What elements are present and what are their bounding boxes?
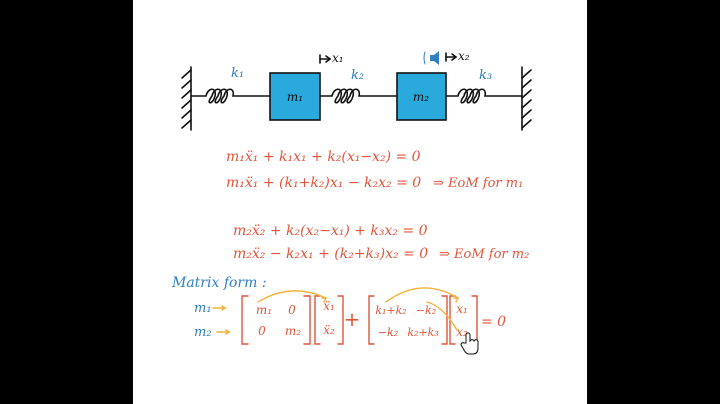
accel-vector-right-bracket [337, 295, 344, 345]
mass-2-label: m₂ [413, 90, 429, 104]
eom-m1-note: ⇒ EoM for m₁ [433, 176, 523, 191]
equation-2: m₁ẍ₁ + (k₁+k₂)x₁ − k₂x₂ = 0 [226, 175, 421, 191]
plus-sign: + [344, 307, 361, 331]
mass-matrix-22: m₂ [285, 324, 301, 338]
x1-arrow [319, 54, 332, 64]
disp-vector-2: x₂ [456, 325, 468, 339]
mult-arrow-3 [426, 301, 458, 331]
row-label-m2: m₂ [194, 325, 212, 340]
equation-3: m₂ẍ₂ + k₂(x₂−x₁) + k₃x₂ = 0 [233, 223, 428, 239]
row-arrow-2 [216, 329, 232, 335]
mass-1-block [269, 72, 321, 121]
mass-matrix-11: m₁ [256, 303, 272, 317]
mass-2-block [396, 72, 447, 121]
mult-arrow-1 [257, 290, 327, 303]
speaker-icon [423, 51, 439, 65]
mult-arrow-2 [385, 287, 459, 303]
x1-label: x₁ [332, 51, 344, 65]
spring-3-label: k₃ [479, 68, 492, 83]
eom-m2-note: ⇒ EoM for m₂ [439, 247, 529, 262]
stiff-matrix-12: −k₂ [416, 304, 436, 317]
left-wall [181, 66, 192, 131]
row-arrow-1 [212, 305, 228, 311]
x2-label: x₂ [458, 49, 470, 63]
mass-matrix-right-bracket [303, 295, 311, 345]
mass-matrix-12: 0 [288, 303, 296, 317]
stiff-matrix-21: −k₂ [378, 326, 398, 339]
stiff-matrix-left-bracket [368, 295, 375, 345]
x2-arrow [445, 52, 458, 62]
mass-1-label: m₁ [287, 90, 303, 104]
mass-matrix-21: 0 [258, 324, 266, 338]
spring-1-label: k₁ [231, 66, 244, 81]
mult-arrowhead-2 [453, 297, 460, 303]
stiff-matrix-22: k₂+k₃ [407, 326, 438, 339]
stiff-matrix-11: k₁+k₂ [375, 304, 406, 317]
equals-zero: = 0 [481, 314, 506, 330]
equation-4: m₂ẍ₂ − k₂x₁ + (k₂+k₃)x₂ = 0 [233, 246, 428, 262]
right-wall [521, 66, 532, 131]
hand-cursor-icon [460, 332, 479, 355]
matrix-form-title: Matrix form : [171, 275, 267, 291]
spring-2-label: k₂ [351, 68, 364, 83]
equation-1: m₁ẍ₁ + k₁x₁ + k₂(x₁−x₂) = 0 [226, 149, 421, 165]
mult-arrowhead-1 [321, 297, 328, 303]
stiff-matrix-right-bracket [441, 295, 448, 345]
spring-2 [319, 88, 398, 104]
whiteboard [133, 0, 587, 404]
spring-1 [190, 88, 271, 104]
disp-vector-1: x₁ [456, 302, 468, 316]
accel-vector-2: ẍ₂ [323, 323, 335, 337]
row-label-m1: m₁ [194, 301, 212, 316]
mass-matrix-left-bracket [241, 295, 249, 345]
spring-3 [445, 88, 523, 104]
accel-vector-left-bracket [314, 295, 321, 345]
accel-vector-1: ẍ₁ [323, 299, 335, 313]
